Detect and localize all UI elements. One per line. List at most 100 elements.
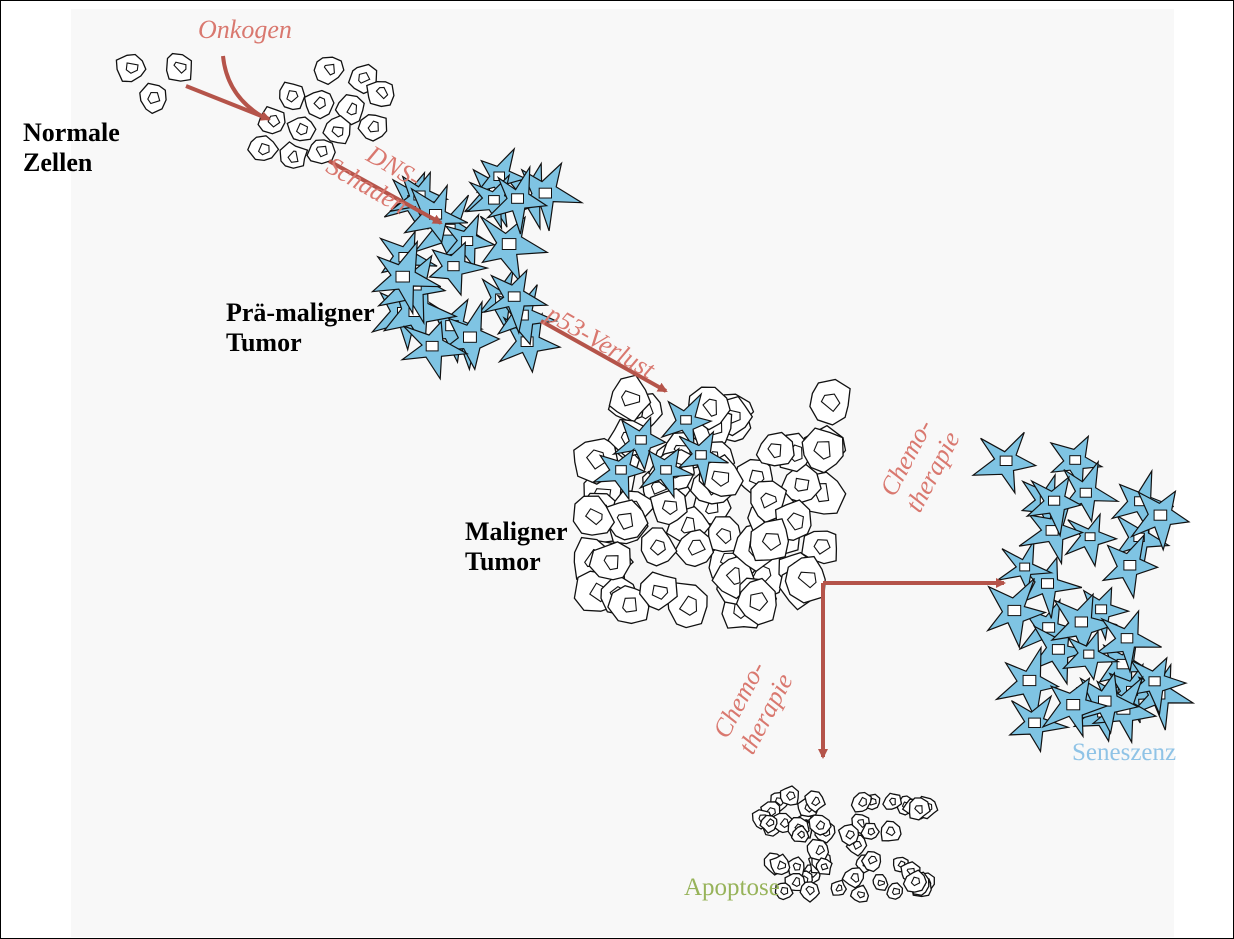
malignant-cell — [708, 516, 742, 553]
cell-outline — [322, 114, 351, 145]
senescence-cell — [1126, 656, 1188, 716]
cell-nucleus — [888, 797, 896, 806]
cell-nucleus — [761, 533, 782, 552]
senescent-cell-body — [1025, 475, 1083, 538]
cell-outline — [313, 56, 345, 86]
malignant-cell — [801, 427, 844, 474]
cell-outline — [279, 81, 306, 111]
cell-nucleus — [725, 566, 741, 586]
senescent-cell-nucleus — [1042, 622, 1056, 633]
senescent-cell-nucleus — [1028, 717, 1041, 728]
senescent-cell-nucleus — [680, 415, 692, 425]
p53-arrow — [540, 319, 668, 393]
cell-nucleus — [820, 863, 829, 871]
apoptotic-cell — [806, 838, 830, 862]
cell-outline — [815, 857, 833, 876]
cell-outline — [769, 853, 791, 876]
cell-nucleus — [649, 539, 666, 556]
cell-nucleus — [651, 584, 669, 600]
cell-nucleus — [687, 539, 706, 556]
cell-outline — [306, 139, 336, 165]
cell-outline — [780, 463, 822, 504]
cell-nucleus — [780, 886, 789, 896]
senescent-cell-nucleus — [1148, 676, 1161, 687]
senescent-cell-nucleus — [1123, 560, 1137, 571]
senescence-cell — [1008, 694, 1071, 754]
cell-nucleus — [815, 820, 826, 830]
malignant-senescent-cell — [638, 447, 696, 500]
premalignant-cell — [428, 240, 490, 297]
cell-nucleus — [845, 830, 855, 840]
cell-nucleus — [620, 390, 641, 407]
apoptotic-cell — [774, 882, 794, 901]
cell-nucleus — [313, 96, 326, 110]
malignant-cell — [640, 527, 678, 567]
malignant-cell — [572, 495, 616, 536]
senescent-cell-nucleus — [1007, 604, 1022, 617]
senescence-cell — [1061, 629, 1121, 682]
cell-nucleus — [805, 885, 815, 896]
malignant-cell — [780, 463, 822, 504]
cell-outline — [139, 82, 167, 115]
cell-nucleus — [776, 860, 787, 870]
cell-nucleus — [346, 102, 358, 116]
cell-nucleus — [375, 86, 389, 100]
cell-outline — [860, 850, 882, 873]
senescent-cell-nucleus — [501, 238, 517, 251]
cell-outline — [850, 791, 872, 813]
premalignant-cell — [400, 320, 470, 381]
cell-outline — [886, 882, 904, 900]
cell-outline — [640, 527, 678, 567]
apoptotic-cell — [872, 873, 889, 892]
cell-nucleus — [815, 845, 826, 856]
cell-outline — [801, 427, 844, 474]
cell-nucleus — [358, 71, 371, 84]
malignant-cell — [608, 374, 652, 423]
apoptotic-cell — [830, 879, 848, 896]
cell-nucleus — [286, 90, 299, 103]
premalignant-cell — [370, 239, 442, 316]
senescence-cell — [1129, 489, 1191, 552]
normal-cell — [322, 114, 351, 145]
malignant-cell — [673, 528, 715, 568]
normal-cells-label: Normale Zellen — [23, 118, 120, 178]
normal-cell — [165, 52, 193, 82]
apoptotic-cell — [880, 820, 902, 842]
normal-cell — [139, 82, 167, 115]
cell-outline — [572, 495, 616, 536]
malignant-cell — [588, 541, 631, 581]
cell-nucleus — [315, 145, 328, 158]
cell-outline — [357, 114, 388, 142]
senescent-cell-nucleus — [488, 195, 500, 205]
senescent-cell-nucleus — [660, 465, 672, 475]
cell-nucleus — [603, 555, 619, 571]
premalignant-cell — [485, 164, 549, 235]
cell-outline — [759, 814, 778, 834]
senescent-cell-nucleus — [1120, 633, 1134, 644]
cell-outline — [708, 516, 742, 553]
cell-nucleus — [867, 855, 878, 865]
premalignant-cell — [515, 161, 585, 232]
normal-cell — [313, 56, 345, 86]
normal-cell — [357, 114, 388, 142]
cell-nucleus — [813, 539, 831, 555]
cell-nucleus — [820, 393, 841, 413]
cell-nucleus — [835, 884, 843, 892]
apoptotic-cell — [841, 867, 865, 889]
senescent-cell-nucleus — [538, 187, 553, 199]
cell-nucleus — [367, 120, 379, 133]
apoptose-label: Apoptose — [684, 874, 780, 901]
malignant-senescent-cell — [660, 392, 714, 451]
senescent-cell-nucleus — [1079, 487, 1092, 498]
apoptotic-cell — [886, 882, 904, 900]
cell-nucleus — [616, 512, 634, 530]
dns-schaden-arrow — [328, 159, 443, 225]
cell-nucleus — [910, 876, 921, 887]
cell-nucleus — [585, 449, 606, 470]
cell-outline — [849, 884, 870, 903]
cell-illustrations — [115, 52, 1196, 903]
cell-nucleus — [867, 827, 876, 836]
cell-outline — [257, 105, 286, 135]
cell-nucleus — [295, 122, 309, 136]
cell-nucleus — [760, 492, 778, 509]
